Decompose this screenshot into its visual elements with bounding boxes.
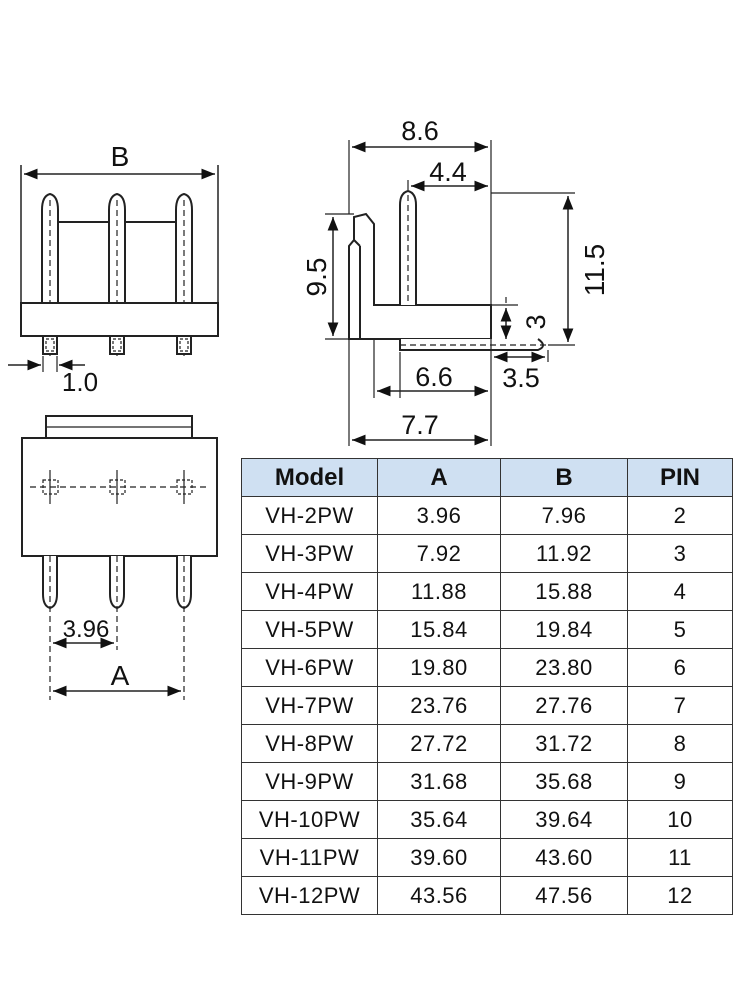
cell-a: 11.88: [377, 572, 501, 611]
column-header-pin: PIN: [627, 458, 733, 497]
cell-b: 11.92: [500, 534, 628, 573]
cell-pin: 5: [627, 610, 733, 649]
cell-a: 31.68: [377, 762, 501, 801]
cell-b: 7.96: [500, 496, 628, 535]
cell-model: VH-7PW: [241, 686, 378, 725]
cell-b: 39.64: [500, 800, 628, 839]
cell-model: VH-6PW: [241, 648, 378, 687]
cell-pin: 2: [627, 496, 733, 535]
front-view: [8, 165, 219, 372]
bottom-view: [21, 415, 218, 700]
cell-model: VH-5PW: [241, 610, 378, 649]
cell-model: VH-4PW: [241, 572, 378, 611]
cell-b: 23.80: [500, 648, 628, 687]
cell-pin: 4: [627, 572, 733, 611]
cell-a: 15.84: [377, 610, 501, 649]
cell-model: VH-10PW: [241, 800, 378, 839]
cell-b: 35.68: [500, 762, 628, 801]
cell-a: 43.56: [377, 876, 501, 915]
cell-a: 3.96: [377, 496, 501, 535]
column-header-b: B: [500, 458, 628, 497]
cell-b: 19.84: [500, 610, 628, 649]
cell-model: VH-2PW: [241, 496, 378, 535]
dim-label-6-6: 6.6: [415, 362, 453, 392]
cell-b: 47.56: [500, 876, 628, 915]
table-header-row: Model A B PIN: [241, 458, 733, 497]
cell-model: VH-3PW: [241, 534, 378, 573]
cell-a: 19.80: [377, 648, 501, 687]
dim-label-A: A: [111, 660, 130, 691]
cell-pin: 12: [627, 876, 733, 915]
cell-b: 31.72: [500, 724, 628, 763]
cell-a: 35.64: [377, 800, 501, 839]
cell-pin: 6: [627, 648, 733, 687]
dim-label-8-6: 8.6: [401, 116, 439, 146]
dim-label-9-5: 9.5: [301, 258, 332, 297]
cell-b: 27.76: [500, 686, 628, 725]
dim-label-7-7: 7.7: [401, 410, 439, 440]
cell-a: 7.92: [377, 534, 501, 573]
cell-pin: 10: [627, 800, 733, 839]
cell-pin: 7: [627, 686, 733, 725]
cell-a: 39.60: [377, 838, 501, 877]
cell-pin: 3: [627, 534, 733, 573]
cell-a: 23.76: [377, 686, 501, 725]
cell-model: VH-9PW: [241, 762, 378, 801]
side-view: [325, 140, 575, 446]
column-header-model: Model: [241, 458, 378, 497]
dim-label-11-5: 11.5: [579, 244, 610, 296]
cell-pin: 11: [627, 838, 733, 877]
dim-label-3-5: 3.5: [502, 363, 540, 393]
dim-label-1-0: 1.0: [62, 367, 98, 397]
cell-model: VH-12PW: [241, 876, 378, 915]
cell-a: 27.72: [377, 724, 501, 763]
cell-pin: 8: [627, 724, 733, 763]
column-header-a: A: [377, 458, 501, 497]
dim-label-3-96: 3.96: [63, 616, 110, 643]
dim-label-3: 3: [521, 314, 551, 329]
dim-label-B: B: [111, 141, 130, 172]
cell-model: VH-11PW: [241, 838, 378, 877]
cell-b: 15.88: [500, 572, 628, 611]
cell-b: 43.60: [500, 838, 628, 877]
dim-label-4-4: 4.4: [429, 157, 467, 187]
cell-model: VH-8PW: [241, 724, 378, 763]
cell-pin: 9: [627, 762, 733, 801]
